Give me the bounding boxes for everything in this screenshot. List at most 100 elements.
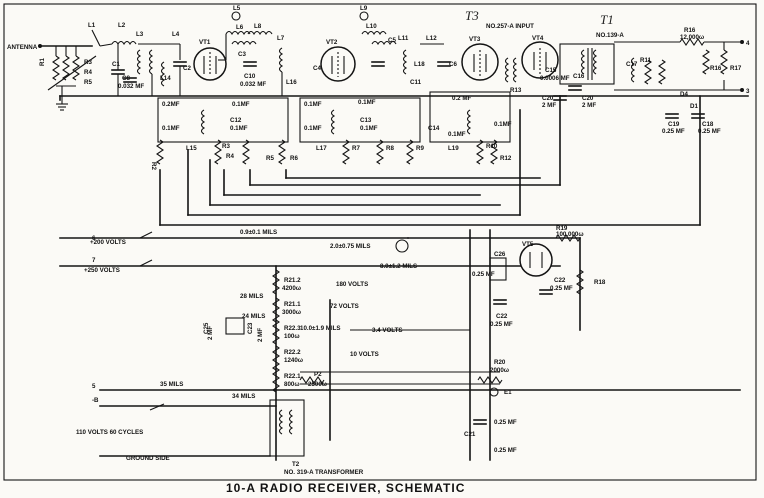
terminal-7: 7: [92, 257, 96, 264]
r16-label: R16: [684, 27, 696, 34]
meter-icon: [395, 239, 409, 253]
r19-value: 100,000ω: [556, 231, 584, 238]
c6-label: C6: [449, 61, 457, 68]
r2-label: R2: [150, 162, 157, 170]
cap-01-f: 0.1MF: [304, 125, 322, 132]
r211-label: R21.1: [284, 301, 301, 308]
c17-label: C17: [626, 61, 638, 68]
cap-02-a: 0.2MF: [162, 101, 180, 108]
c20-label: C20: [542, 95, 554, 102]
schematic-title: 10-A RADIO RECEIVER, SCHEMATIC: [226, 481, 465, 495]
vt2-label: VT2: [326, 39, 338, 46]
l19-label: L19: [448, 145, 459, 152]
r20-value: 2000ω: [490, 367, 509, 374]
r16b-label: R16: [710, 65, 722, 72]
vt4-label: VT4: [532, 35, 544, 42]
r4-label: R4: [84, 69, 92, 76]
vt3-label: VT3: [469, 36, 481, 43]
c5-label: C5: [388, 37, 396, 44]
cap-01-h: 0.1MF: [448, 131, 466, 138]
p2-label: P2: [314, 371, 322, 378]
l18-label: L18: [414, 61, 425, 68]
c20b-value: 2 MF: [582, 102, 596, 109]
c16-label: C16: [573, 73, 585, 80]
r4-grid-label: R4: [226, 153, 234, 160]
l15-label: L15: [186, 145, 197, 152]
ground-side-label: GROUND SIDE: [126, 455, 170, 462]
c3-label: C3: [238, 51, 246, 58]
c26-value: 0.25 MF: [472, 271, 495, 278]
vt5-label: VT5: [522, 241, 534, 248]
r8-label: R8: [386, 145, 394, 152]
t2-transformer: [269, 399, 305, 457]
r222-label: R22.2: [284, 349, 301, 356]
c21-value-2: 0.25 MF: [494, 447, 517, 454]
d1-label: D1: [690, 103, 698, 110]
r223-label: R22.3: [284, 325, 301, 332]
t1-model-label: NO.139-A: [596, 32, 624, 39]
r7-label: R7: [352, 145, 360, 152]
l9-label: L9: [360, 5, 368, 12]
r17-label: R17: [730, 65, 742, 72]
mils09-label: 0.9±0.1 MILS: [240, 229, 277, 236]
mils35-label: 35 MILS: [160, 381, 183, 388]
c12-label: C12: [230, 117, 242, 124]
l16-label: L16: [286, 79, 297, 86]
mils34-label: 34 MILS: [232, 393, 255, 400]
vt5-tube: [519, 243, 553, 277]
l10-label: L10: [366, 23, 377, 30]
antenna-label: ANTENNA: [7, 44, 38, 51]
volts180-label: 180 VOLTS: [336, 281, 368, 288]
l3-label: L3: [136, 31, 144, 38]
d4-label: D4: [680, 91, 688, 98]
ac-input-label: 110 VOLTS 60 CYCLES: [76, 429, 143, 436]
p2-value: 2500ω: [308, 381, 327, 388]
c22b-value: 0.25 MF: [490, 321, 513, 328]
l4-label: L4: [172, 31, 180, 38]
r12-label: R12: [500, 155, 512, 162]
mils24-label: 24 MILS: [242, 313, 265, 320]
r13-label: R13: [510, 87, 522, 94]
c1-label: C1: [112, 61, 120, 68]
l8-label: L8: [254, 23, 262, 30]
c23-label: C23: [247, 322, 254, 334]
l17-label: L17: [316, 145, 327, 152]
l14-label: L14: [160, 75, 171, 82]
l12-label: L12: [426, 35, 437, 42]
r19-label: R19: [556, 225, 568, 232]
mils100-label: 10.0±1.9 MILS: [300, 325, 341, 332]
r11-label: R11: [640, 57, 652, 64]
r3-grid-label: R3: [222, 143, 230, 150]
c2-label: C2: [183, 65, 191, 72]
c26-label: C26: [494, 251, 506, 258]
power-supply: [59, 229, 741, 461]
c18-label: C18: [702, 121, 714, 128]
r221-label: R22.1: [284, 373, 301, 380]
c15-value: 0.0006 MF: [540, 75, 570, 82]
mils80-label: 8.0±1.2 MILS: [380, 263, 417, 270]
r223-value: 100ω: [284, 333, 300, 340]
r16-value: 12,000ω: [680, 34, 704, 41]
c8-label: C8: [122, 75, 130, 82]
r10-label: R10: [486, 143, 498, 150]
r212-label: R21.2: [284, 277, 301, 284]
c4-label: C4: [313, 65, 321, 72]
terminal-4: 4: [746, 40, 750, 47]
cap-01-i: 0.1MF: [494, 121, 512, 128]
l5-label: L5: [233, 5, 241, 12]
cap-02-b: 0.2 MF: [452, 95, 471, 102]
volts72-label: 72 VOLTS: [330, 303, 359, 310]
terminal-6: 6: [92, 235, 96, 242]
c22-value: 0.25 MF: [550, 285, 573, 292]
t3-handwritten: T3: [465, 8, 479, 23]
r212-value: 4200ω: [282, 285, 301, 292]
l1-label: L1: [88, 22, 96, 29]
r6-label: R6: [290, 155, 298, 162]
vt1-label: VT1: [199, 39, 211, 46]
l7-label: L7: [277, 35, 285, 42]
c25-value: 2 MF: [207, 326, 214, 340]
c19-label: C19: [668, 121, 680, 128]
c10-label: C10: [244, 73, 256, 80]
